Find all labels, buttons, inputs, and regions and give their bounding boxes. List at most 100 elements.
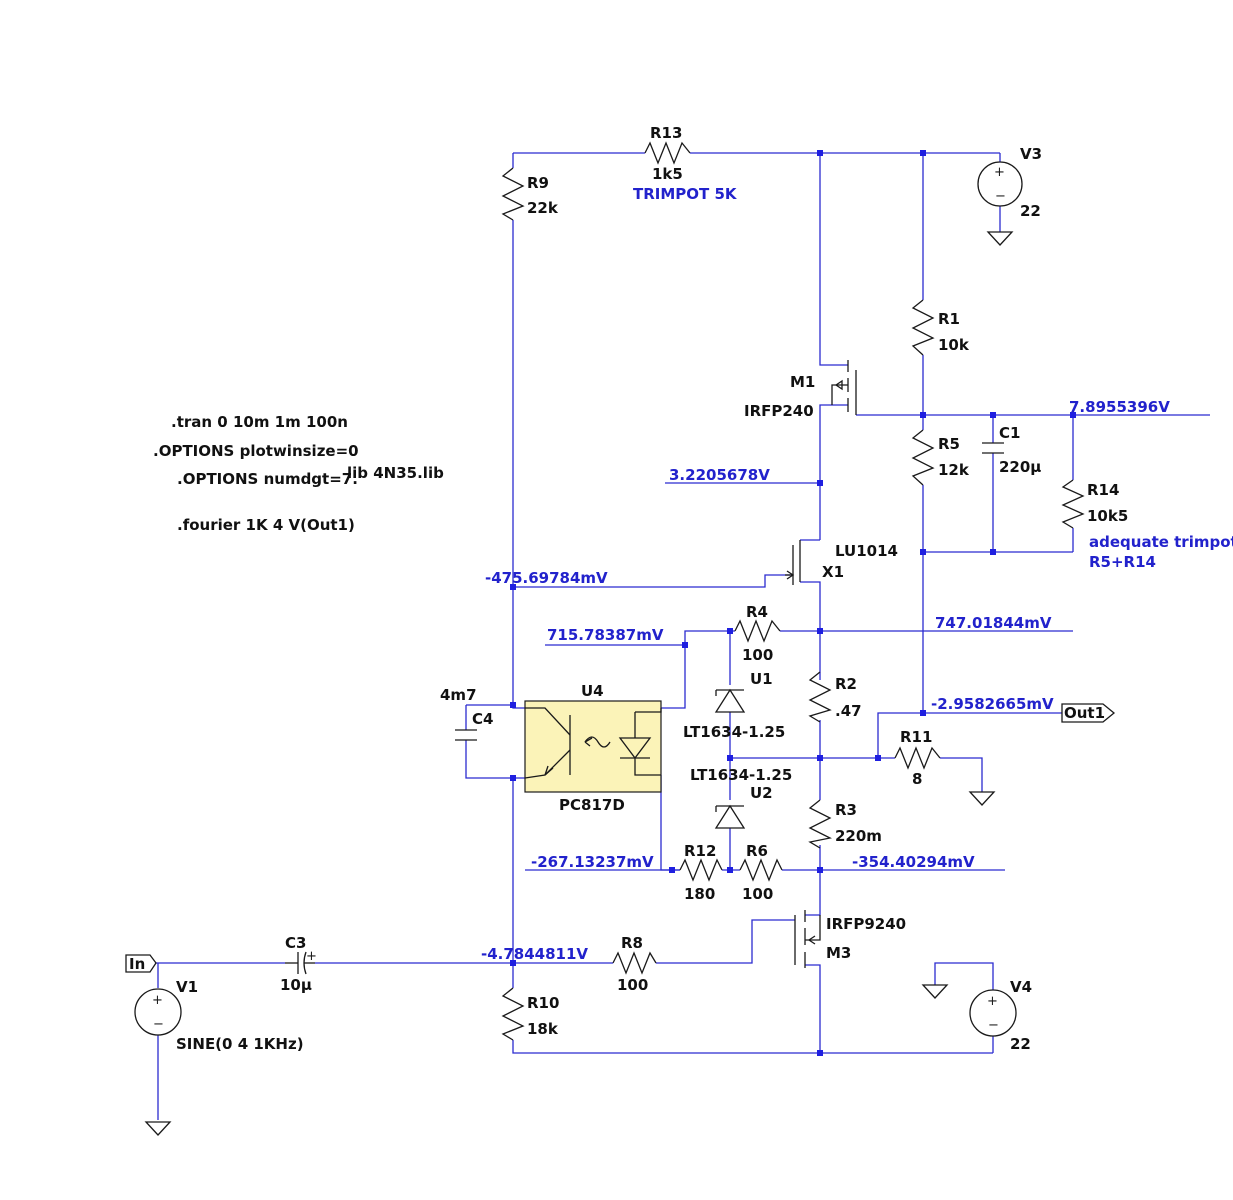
directive-numdgt[interactable]: .OPTIONS numdgt=7. bbox=[177, 470, 358, 488]
v3-symbol[interactable]: + − bbox=[977, 161, 1023, 207]
m1-ref: M1 bbox=[790, 373, 815, 391]
r9-value: 22k bbox=[527, 199, 559, 217]
r1-symbol[interactable] bbox=[911, 299, 935, 356]
wires bbox=[155, 152, 1210, 1120]
r2-symbol[interactable] bbox=[808, 671, 832, 723]
ground-icon bbox=[921, 984, 949, 999]
r3-ref: R3 bbox=[835, 801, 857, 819]
x1-ref: X1 bbox=[822, 563, 844, 581]
adequate-note-2: R5+R14 bbox=[1089, 553, 1156, 571]
svg-text:+: + bbox=[306, 949, 317, 964]
m3-ref: M3 bbox=[826, 944, 851, 962]
grounds bbox=[144, 231, 1014, 1136]
r6-symbol[interactable] bbox=[739, 858, 783, 882]
r3-value: 220m bbox=[835, 827, 882, 845]
component-labels: R13 1k5 R9 22k V3 22 R1 10k M1 IRFP240 C… bbox=[176, 124, 1128, 1053]
c3-symbol[interactable]: + bbox=[285, 949, 317, 975]
r6-value: 100 bbox=[742, 885, 773, 903]
ground-icon bbox=[144, 1121, 172, 1136]
voltage-out: -2.9582665mV bbox=[931, 695, 1054, 713]
in-port[interactable]: In bbox=[125, 954, 157, 973]
c3-ref: C3 bbox=[285, 934, 306, 952]
c4-value: 4m7 bbox=[440, 686, 477, 704]
r5-ref: R5 bbox=[938, 435, 960, 453]
r13-symbol[interactable] bbox=[644, 141, 691, 165]
r8-symbol[interactable] bbox=[612, 951, 657, 975]
r11-ref: R11 bbox=[900, 728, 932, 746]
v1-value: SINE(0 4 1KHz) bbox=[176, 1035, 304, 1053]
r11-symbol[interactable] bbox=[894, 746, 941, 770]
svg-text:+: + bbox=[152, 993, 163, 1008]
directive-tran[interactable]: .tran 0 10m 1m 100n bbox=[171, 413, 348, 431]
transistors bbox=[785, 360, 857, 968]
r9-symbol[interactable] bbox=[501, 167, 525, 221]
r12-value: 180 bbox=[684, 885, 715, 903]
r9-ref: R9 bbox=[527, 174, 549, 192]
u2-symbol[interactable] bbox=[714, 804, 746, 829]
m3-symbol[interactable] bbox=[794, 910, 821, 968]
v4-ref: V4 bbox=[1010, 978, 1032, 996]
u4-ref: U4 bbox=[581, 682, 604, 700]
r11-value: 8 bbox=[912, 770, 922, 788]
r2-ref: R2 bbox=[835, 675, 857, 693]
directive-fourier[interactable]: .fourier 1K 4 V(Out1) bbox=[177, 516, 355, 534]
r10-ref: R10 bbox=[527, 994, 559, 1012]
notes: TRIMPOT 5K adequate trimpot R5+R14 bbox=[633, 185, 1233, 571]
r5-symbol[interactable] bbox=[911, 429, 935, 486]
c4-symbol[interactable] bbox=[455, 729, 477, 741]
voltage-m1-source: 3.2205678V bbox=[669, 466, 770, 484]
r10-symbol[interactable] bbox=[501, 987, 525, 1041]
v1-symbol[interactable]: + − bbox=[134, 988, 182, 1036]
u2-ref: U2 bbox=[750, 784, 773, 802]
resistors bbox=[501, 141, 1085, 1041]
r8-ref: R8 bbox=[621, 934, 643, 952]
capacitors: + bbox=[285, 442, 1004, 975]
c1-symbol[interactable] bbox=[982, 442, 1004, 454]
v4-symbol[interactable]: + − bbox=[969, 989, 1017, 1037]
voltage-x1-gate: -475.69784mV bbox=[485, 569, 608, 587]
out-port[interactable]: Out1 bbox=[1061, 703, 1116, 723]
junction-dots bbox=[510, 150, 1076, 1056]
r13-ref: R13 bbox=[650, 124, 682, 142]
trimpot-note: TRIMPOT 5K bbox=[633, 185, 738, 203]
r8-value: 100 bbox=[617, 976, 648, 994]
c1-ref: C1 bbox=[999, 424, 1020, 442]
r12-symbol[interactable] bbox=[679, 858, 723, 882]
r10-value: 18k bbox=[527, 1020, 559, 1038]
v4-value: 22 bbox=[1010, 1035, 1031, 1053]
optocoupler-u4[interactable] bbox=[524, 700, 662, 793]
u1-value: LT1634-1.25 bbox=[683, 723, 785, 741]
c4-ref: C4 bbox=[472, 710, 493, 728]
svg-text:+: + bbox=[987, 994, 998, 1009]
r4-value: 100 bbox=[742, 646, 773, 664]
r4-symbol[interactable] bbox=[734, 619, 781, 643]
ground-icon bbox=[968, 791, 996, 806]
adequate-note-1: adequate trimpot bbox=[1089, 533, 1233, 551]
spice-directives: .tran 0 10m 1m 100n .OPTIONS plotwinsize… bbox=[153, 413, 444, 534]
directive-lib[interactable]: lib 4N35.lib bbox=[347, 464, 444, 482]
voltage-r6-right: -354.40294mV bbox=[852, 853, 975, 871]
u1-symbol[interactable] bbox=[714, 688, 746, 713]
c1-value: 220µ bbox=[999, 458, 1041, 476]
r14-symbol[interactable] bbox=[1061, 479, 1085, 529]
r2-value: .47 bbox=[835, 702, 862, 720]
references bbox=[714, 688, 746, 829]
r4-ref: R4 bbox=[746, 603, 768, 621]
r3-symbol[interactable] bbox=[808, 799, 832, 849]
ground-icon bbox=[986, 231, 1014, 246]
ports: In Out1 bbox=[125, 703, 1116, 973]
r1-value: 10k bbox=[938, 336, 970, 354]
voltage-sources: + − + − + − bbox=[134, 161, 1023, 1037]
r5-value: 12k bbox=[938, 461, 970, 479]
voltage-readouts: 7.8955396V 3.2205678V -475.69784mV 715.7… bbox=[481, 398, 1170, 963]
svg-text:Out1: Out1 bbox=[1064, 704, 1105, 722]
v1-ref: V1 bbox=[176, 978, 198, 996]
directive-plotwinsize[interactable]: .OPTIONS plotwinsize=0 bbox=[153, 442, 359, 460]
r14-ref: R14 bbox=[1087, 481, 1119, 499]
m1-symbol[interactable] bbox=[831, 360, 857, 415]
x1-symbol[interactable] bbox=[785, 540, 801, 585]
c3-value: 10µ bbox=[280, 976, 312, 994]
v3-ref: V3 bbox=[1020, 145, 1042, 163]
u4-value: PC817D bbox=[559, 796, 625, 814]
